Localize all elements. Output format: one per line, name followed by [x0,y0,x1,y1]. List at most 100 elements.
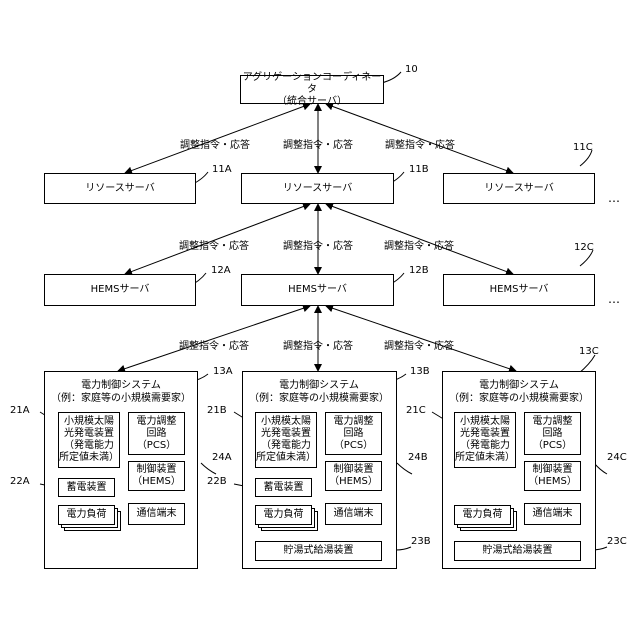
solar-line: （発電能力 [64,440,114,452]
coordinator-ref: 10 [405,64,418,76]
resource-server-b-ref: 11B [409,164,429,176]
control-line: 制御装置 [533,464,573,476]
coordinator-title: アグリゲーションコーディネータ [241,72,383,96]
hems-server-b-ref: 12B [409,265,429,277]
more-hems-servers-ellipsis: … [608,292,621,306]
system-a-subtitle: （例：家庭等の小規模需要家） [51,393,191,405]
solar-line: 所定値未満） [455,452,515,464]
pcs-b: 電力調整 回路 （PCS） [325,412,382,455]
system-b-ref: 13B [410,366,430,378]
load-label: 電力負荷 [67,509,107,521]
instruction-label-r3-c: 調整指令・応答 [384,341,454,353]
hems-controller-b: 制御装置 （HEMS） [325,461,382,491]
control-line: （HEMS） [132,476,181,488]
instruction-label-r3-b: 調整指令・応答 [283,341,353,353]
terminal-label: 通信端末 [533,508,573,520]
instruction-label-r2-b: 調整指令・応答 [283,241,353,253]
terminal-label: 通信端末 [137,508,177,520]
resource-server-a-ref: 11A [212,164,232,176]
control-a-ref: 24A [212,452,232,464]
solar-line: （発電能力 [460,440,510,452]
comm-terminal-b: 通信端末 [325,503,382,525]
instruction-label-r1-c: 調整指令・応答 [385,140,455,152]
link-hems-sys-c [326,306,516,371]
solar-a-ref: 21A [10,405,30,417]
storage-label: 蓄電装置 [67,482,107,494]
pcs-line: 回路 [147,428,167,440]
solar-line: 光発電装置 [64,428,114,440]
pcs-line: （PCS） [533,440,572,452]
storage-a-ref: 22A [10,476,30,488]
solar-c-ref: 21C [406,405,426,417]
comm-terminal-c: 通信端末 [524,503,581,525]
system-a-title: 電力制御システム [81,380,161,392]
more-resource-servers-ellipsis: … [608,191,621,205]
resource-server-b: リソースサーバ [241,173,394,204]
resource-server-label: リソースサーバ [85,183,154,195]
instruction-label-r2-c: 調整指令・応答 [384,241,454,253]
solar-line: 小規模太陽 [460,416,510,428]
power-load-b: 電力負荷 [255,505,312,525]
hems-server-b: HEMSサーバ [241,274,394,306]
pcs-line: 電力調整 [334,416,374,428]
system-c-title: 電力制御システム [479,380,559,392]
instruction-label-r3-a: 調整指令・応答 [179,341,249,353]
load-label: 電力負荷 [264,509,304,521]
water-heater-label: 貯湯式給湯装置 [483,545,553,557]
system-a-ref: 13A [213,366,233,378]
comm-terminal-a: 通信端末 [128,503,185,525]
instruction-label-r2-a: 調整指令・応答 [179,241,249,253]
pcs-line: （PCS） [334,440,373,452]
pcs-line: 回路 [344,428,364,440]
control-line: 制御装置 [334,464,374,476]
solar-generator-b: 小規模太陽 光発電装置 （発電能力 所定値未満） [255,412,317,468]
aggregation-coordinator-box: アグリゲーションコーディネータ （統合サーバ） [240,75,384,104]
solar-line: 光発電装置 [261,428,311,440]
system-c-ref: 13C [579,346,599,358]
system-b-title: 電力制御システム [279,380,359,392]
instruction-label-r1-a: 調整指令・応答 [180,140,250,152]
instruction-label-r1-b: 調整指令・応答 [283,140,353,152]
heater-c-ref: 23C [607,536,627,548]
hems-server-a-ref: 12A [211,265,231,277]
solar-line: 所定値未満） [59,452,119,464]
solar-generator-c: 小規模太陽 光発電装置 （発電能力 所定値未満） [454,412,516,468]
water-heater-b: 貯湯式給湯装置 [255,541,382,561]
storage-battery-a: 蓄電装置 [58,478,115,497]
hems-server-label: HEMSサーバ [288,284,347,296]
pcs-c: 電力調整 回路 （PCS） [524,412,581,455]
control-b-ref: 24B [408,452,428,464]
solar-generator-a: 小規模太陽 光発電装置 （発電能力 所定値未満） [58,412,120,468]
hems-server-a: HEMSサーバ [44,274,196,306]
control-line: （HEMS） [329,476,378,488]
pcs-line: 電力調整 [137,416,177,428]
link-res-hems-a [125,204,310,274]
water-heater-label: 貯湯式給湯装置 [284,545,354,557]
storage-battery-b: 蓄電装置 [255,478,312,497]
link-coord-res-c [326,104,513,173]
heater-b-ref: 23B [411,536,431,548]
pcs-line: 電力調整 [533,416,573,428]
solar-line: （発電能力 [261,440,311,452]
pcs-a: 電力調整 回路 （PCS） [128,412,185,455]
link-coord-res-a [125,104,310,173]
link-res-hems-c [326,204,513,274]
water-heater-c: 貯湯式給湯装置 [454,541,581,561]
hems-server-c: HEMSサーバ [443,274,595,306]
pcs-line: 回路 [543,428,563,440]
coordinator-subtitle: （統合サーバ） [277,96,347,108]
link-hems-sys-a [118,306,310,371]
resource-server-label: リソースサーバ [484,183,553,195]
system-b-subtitle: （例：家庭等の小規模需要家） [249,393,389,405]
load-label: 電力負荷 [463,509,503,521]
solar-line: 小規模太陽 [261,416,311,428]
hems-server-label: HEMSサーバ [490,284,549,296]
solar-line: 小規模太陽 [64,416,114,428]
control-line: （HEMS） [528,476,577,488]
system-c-subtitle: （例：家庭等の小規模需要家） [449,393,589,405]
resource-server-c: リソースサーバ [443,173,595,204]
solar-b-ref: 21B [207,405,227,417]
resource-server-label: リソースサーバ [283,183,352,195]
solar-line: 所定値未満） [256,452,316,464]
hems-controller-a: 制御装置 （HEMS） [128,461,185,491]
